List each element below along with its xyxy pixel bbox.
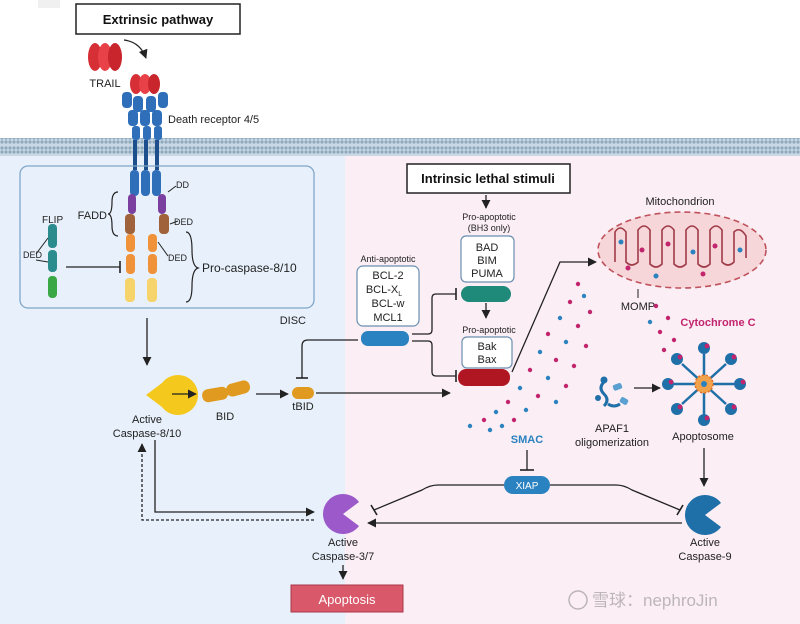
dd-leader (167, 185, 177, 193)
bh3-box (460, 235, 515, 283)
death-receptor-icon (122, 74, 168, 196)
bh3-item-puma: PUMA (471, 268, 503, 280)
flip-label: FLIP (42, 215, 63, 226)
pro-caspase-8-10-icon (125, 234, 157, 302)
ded-leader-flip-b (35, 259, 49, 263)
xiap-to-caspase3-inhibition-bar (370, 504, 378, 516)
active-caspase-8-10-label-2: Caspase-8/10 (113, 428, 182, 440)
cytochrome-c-label: Cytochrome C (680, 317, 755, 329)
active-caspase-9-label-1: Active (690, 537, 720, 549)
xiap-to-caspase9-inhibition-line (550, 484, 681, 511)
dd-label: DD (176, 180, 189, 190)
active-caspase-8-10-icon (146, 375, 198, 415)
ded-leader-procasp (157, 241, 169, 257)
bh3-item-bad: BAD (476, 242, 499, 254)
caspase8-to-caspase3-arrow (154, 440, 315, 517)
intrinsic-title: Intrinsic lethal stimuli (421, 171, 555, 186)
active-caspase-9-label-2: Caspase-9 (678, 551, 731, 563)
anti-apoptotic-protein-icon (361, 331, 409, 346)
ded-leader-flip-a (35, 237, 49, 255)
bh3-item-bim: BIM (477, 255, 497, 267)
fadd-bracket (107, 191, 119, 237)
anti-apoptotic-box (356, 265, 420, 327)
extrinsic-title: Extrinsic pathway (103, 12, 214, 27)
watermark: 雪球：nephroJin (568, 590, 718, 610)
pro-item-bax: Bax (478, 354, 497, 366)
apaf1-icon (595, 376, 629, 408)
anti-to-bh3-inhibition-line (412, 293, 456, 335)
released-molecules (467, 281, 677, 433)
pro-caspase-8-10-label: Pro-caspase-8/10 (202, 261, 297, 275)
xiap-to-caspase3-inhibition-line (373, 484, 504, 511)
mitochondrion-label: Mitochondrion (645, 196, 714, 208)
active-caspase-8-10-label-1: Active (132, 414, 162, 426)
bh3-label-2: (BH3 only) (468, 223, 511, 233)
apoptosome-icon (662, 342, 746, 426)
xiap-label: XIAP (516, 481, 539, 492)
active-caspase-3-7-label-1: Active (328, 537, 358, 549)
tbid-protein-icon (292, 387, 314, 399)
anti-to-bax-inhibition-line (412, 340, 456, 377)
anti-item-bclxl: BCL-XL (366, 284, 402, 298)
bak-bax-box (461, 336, 513, 369)
death-receptor-label: Death receptor 4/5 (168, 114, 259, 126)
caspase3-feedback-arrow (137, 443, 314, 521)
bh3-label-1: Pro-apoptotic (462, 212, 516, 222)
trail-label: TRAIL (89, 78, 120, 90)
xiap-to-caspase9-inhibition-bar (676, 504, 684, 516)
apoptosis-label: Apoptosis (318, 592, 376, 607)
apaf1-label-1: APAF1 (595, 423, 629, 435)
procaspase-bracket (185, 231, 200, 303)
apaf1-label-2: oligomerization (575, 437, 649, 449)
corner-tab (38, 0, 60, 8)
ded-label-procasp: DED (168, 253, 188, 263)
tbid-label: tBID (292, 401, 313, 413)
active-caspase-9-icon (685, 495, 721, 535)
active-caspase-3-7-label-2: Caspase-3/7 (312, 551, 374, 563)
trail-ligand-icon (88, 43, 122, 71)
active-caspase-3-7-icon (323, 494, 359, 534)
fadd-label: FADD (78, 210, 107, 222)
anti-item-bcl2: BCL-2 (372, 270, 403, 282)
anti-apoptotic-label: Anti-apoptotic (360, 254, 416, 264)
momp-label: MOMP (621, 301, 655, 313)
flip-protein-icon (48, 224, 57, 298)
pro-item-bak: Bak (478, 341, 497, 353)
ded-label-fadd: DED (174, 217, 194, 227)
apoptosome-label: Apoptosome (672, 431, 734, 443)
bid-label: BID (216, 411, 234, 423)
bid-protein-icon (202, 380, 251, 403)
bh3-protein-icon (461, 286, 511, 302)
trail-binding-arrow (123, 39, 148, 59)
smac-label: SMAC (511, 434, 543, 446)
mitochondrion-icon (597, 211, 767, 289)
pro-apoptotic-label: Pro-apoptotic (462, 325, 516, 335)
cell-membrane (0, 138, 800, 156)
apoptosis-box (290, 584, 404, 613)
extrinsic-title-box (75, 3, 241, 35)
disc-box (19, 165, 315, 309)
ded-leader-fadd (169, 220, 179, 225)
ded-label-flip: DED (23, 250, 43, 260)
watermark-text: 雪球：nephroJin (592, 591, 718, 610)
watermark-logo-icon (568, 590, 588, 610)
bax-to-mito-arrow (511, 257, 597, 373)
xiap-protein-icon (504, 476, 550, 494)
anti-item-bclw: BCL-w (371, 298, 404, 310)
disc-label: DISC (280, 315, 306, 327)
intrinsic-title-box (406, 163, 571, 194)
anti-to-tbid-inhibition-line (301, 339, 358, 378)
intrinsic-region (345, 140, 800, 624)
bak-bax-protein-icon (458, 369, 510, 386)
anti-item-mcl1: MCL1 (373, 312, 402, 324)
fadd-protein-icon (125, 194, 169, 234)
